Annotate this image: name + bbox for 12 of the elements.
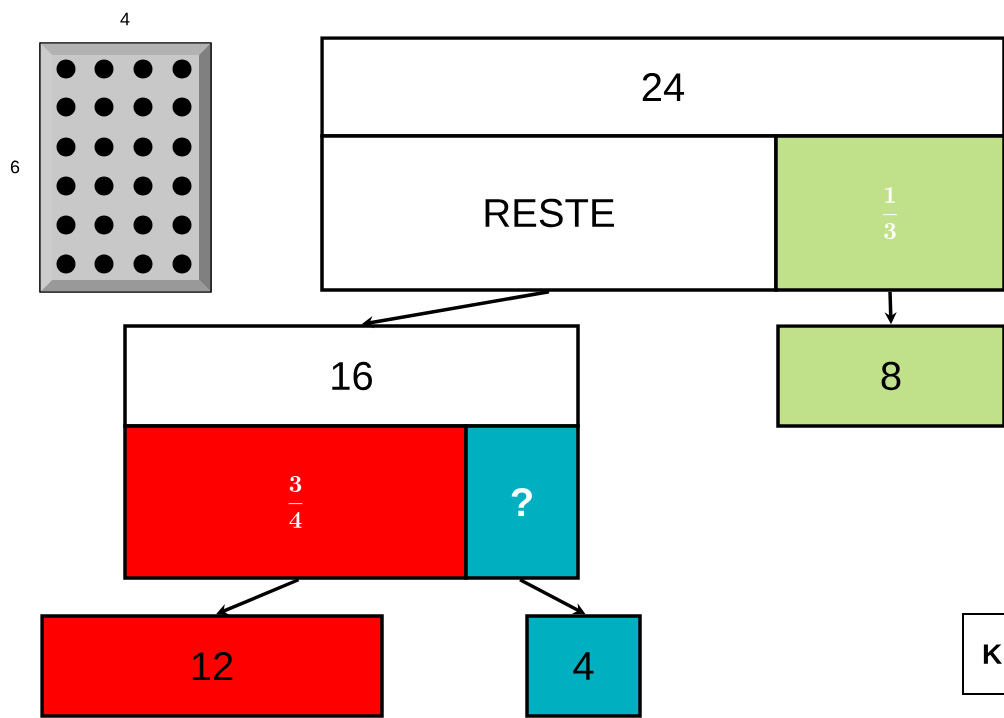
number-box: RESTE — [320, 134, 778, 292]
fraction-box: $\dfrac{3}{4}$ — [123, 424, 468, 580]
number-box: 16 — [123, 324, 580, 428]
dimension-label: 4 — [120, 12, 130, 26]
question-box: ? — [464, 424, 580, 580]
fraction-box: $\dfrac{1}{3}$ — [774, 134, 1004, 292]
dimension-label: 6 — [10, 160, 20, 174]
number-box: 24 — [320, 36, 1004, 138]
number-box: 4 — [525, 614, 642, 718]
number-box: 8 — [776, 324, 1004, 428]
text-box: K — [962, 613, 1004, 695]
number-box: 12 — [40, 614, 384, 718]
